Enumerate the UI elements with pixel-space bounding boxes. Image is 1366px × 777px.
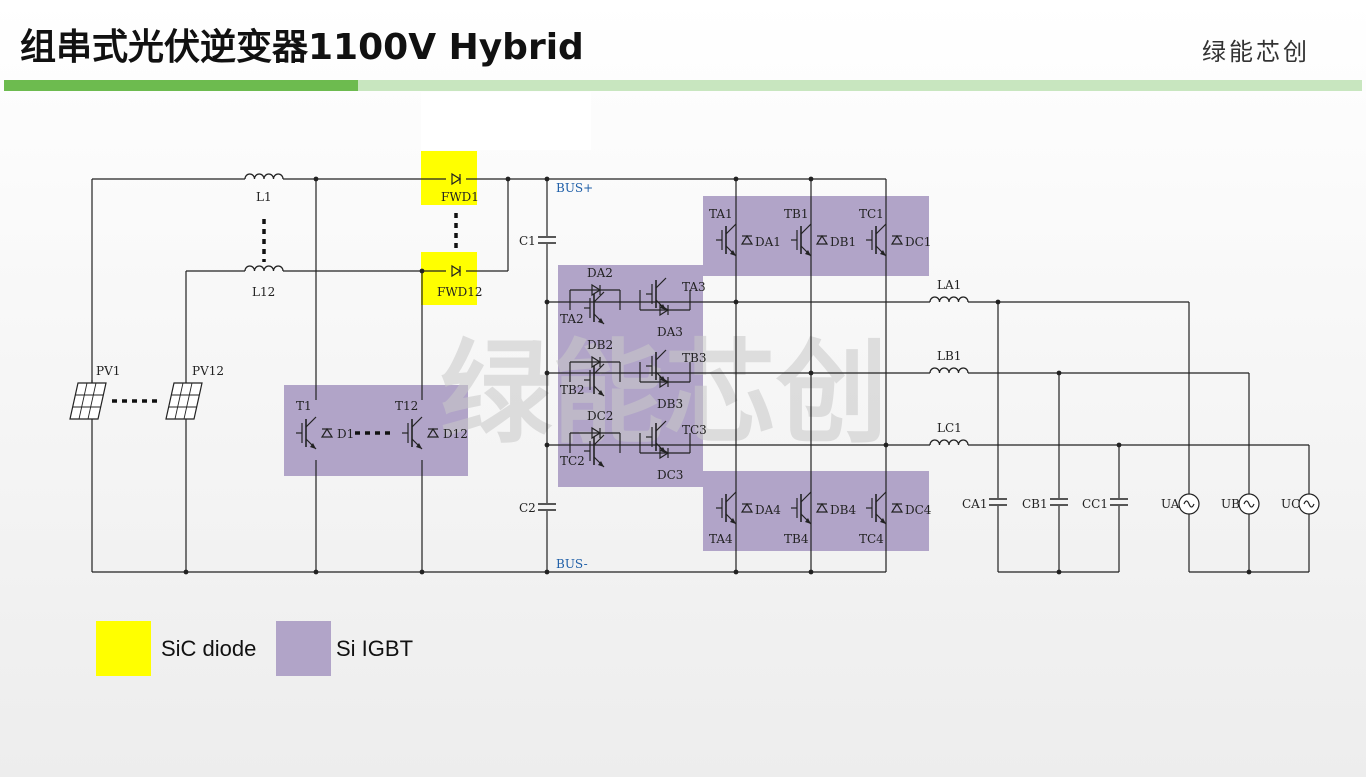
label-ub: UB (1221, 497, 1240, 511)
label-la1: LA1 (937, 278, 961, 292)
label-c1: C1 (519, 234, 536, 248)
label-lb1: LB1 (937, 349, 961, 363)
label-l1: L1 (256, 190, 272, 204)
label-pv1: PV1 (96, 364, 120, 378)
ca1-capacitor-icon (988, 498, 1008, 506)
page-title: 组串式光伏逆变器1100V Hybrid (20, 27, 584, 68)
label-tb4: TB4 (784, 532, 809, 546)
label-da3: DA3 (657, 325, 683, 339)
label-ta3: TA3 (682, 280, 706, 294)
label-bus-plus: BUS+ (556, 181, 593, 195)
label-da2: DA2 (587, 266, 613, 280)
label-lc1: LC1 (937, 421, 962, 435)
c1-capacitor-icon (537, 236, 557, 244)
header-accent-bar (4, 80, 358, 91)
label-pv12: PV12 (192, 364, 224, 378)
label-tb2: TB2 (560, 383, 584, 397)
cb1-capacitor-icon (1049, 498, 1069, 506)
label-uc: UC (1281, 497, 1300, 511)
uc-source-icon (1298, 493, 1320, 515)
label-db2: DB2 (587, 338, 613, 352)
label-dc3: DC3 (657, 468, 683, 482)
label-c2: C2 (519, 501, 536, 515)
label-dc1: DC1 (905, 235, 931, 249)
label-ua: UA (1161, 497, 1180, 511)
watermark-text: 绿能芯创 (440, 329, 888, 459)
label-l12: L12 (252, 285, 275, 299)
ua-source-icon (1178, 493, 1200, 515)
sic-region-fwd1 (421, 151, 477, 205)
igbt-region-upper (703, 196, 929, 276)
sic-region-fwd12 (421, 252, 477, 305)
inductor-coils (244, 173, 969, 446)
label-db4: DB4 (830, 503, 856, 517)
label-bus-minus: BUS- (556, 557, 588, 571)
dotted-links (112, 213, 458, 435)
label-tc2: TC2 (560, 454, 585, 468)
label-da4: DA4 (755, 503, 781, 517)
label-db1: DB1 (830, 235, 856, 249)
label-tb3: TB3 (682, 351, 706, 365)
label-tc1: TC1 (859, 207, 884, 221)
cc1-capacitor-icon (1109, 498, 1129, 506)
wires (91, 178, 1310, 573)
legend-label-sic-diode: SiC diode (161, 636, 257, 661)
label-dc4: DC4 (905, 503, 932, 517)
label-t12: T12 (395, 399, 418, 413)
junction-dots (183, 176, 1252, 575)
label-fwd1: FWD1 (441, 190, 479, 204)
label-cc1: CC1 (1082, 497, 1108, 511)
label-t1: T1 (296, 399, 312, 413)
label-d12: D12 (443, 427, 468, 441)
label-da1: DA1 (755, 235, 781, 249)
brand-logo-text: 绿能芯创 (1202, 38, 1310, 66)
pv12-panel-icon (165, 382, 203, 420)
label-dc2: DC2 (587, 409, 613, 423)
label-ta2: TA2 (560, 312, 584, 326)
label-tc4: TC4 (859, 532, 884, 546)
label-ca1: CA1 (962, 497, 987, 511)
pv1-panel-icon (69, 382, 107, 420)
label-tb1: TB1 (784, 207, 808, 221)
legend-label-si-igbt: Si IGBT (336, 636, 414, 661)
legend-swatch-si-igbt (276, 621, 331, 676)
legend-swatch-sic-diode (96, 621, 151, 676)
c2-capacitor-icon (537, 503, 557, 511)
ub-source-icon (1238, 493, 1260, 515)
igbt-region-lower (703, 471, 929, 551)
label-tc3: TC3 (682, 423, 707, 437)
label-cb1: CB1 (1022, 497, 1048, 511)
blank-panel (421, 92, 591, 150)
label-fwd12: FWD12 (437, 285, 483, 299)
label-ta1: TA1 (709, 207, 733, 221)
label-db3: DB3 (657, 397, 683, 411)
label-ta4: TA4 (709, 532, 733, 546)
label-d1: D1 (337, 427, 354, 441)
header-divider-bar (358, 80, 1362, 91)
igbt-region-boost (284, 385, 468, 476)
